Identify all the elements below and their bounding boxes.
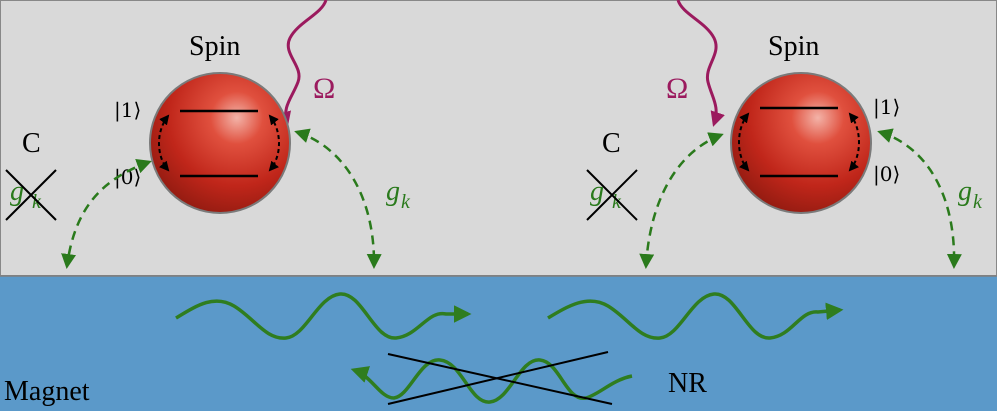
nonreciprocal-cross-b <box>387 351 609 405</box>
transition-arrow-right-a <box>738 112 750 172</box>
wave-forward-left <box>175 292 472 340</box>
drive-field-line-right <box>676 0 725 127</box>
drive-label-right: Ω <box>666 72 688 105</box>
crossed-coupling-right: g k <box>586 169 638 221</box>
ket-one-left: |1⟩ <box>114 98 141 123</box>
cavity-label-left: C <box>22 128 41 159</box>
magnet-region <box>0 276 997 411</box>
transition-arrow-left-b <box>268 114 280 172</box>
ket-zero-right: |0⟩ <box>873 162 900 187</box>
spin-title-right: Spin <box>768 31 819 62</box>
transition-arrow-right-b <box>848 112 860 172</box>
spin-right-group: Ω Spin |1⟩ |0⟩ C g k g k <box>586 0 983 269</box>
coupling-label-right: g <box>958 176 972 207</box>
spin-title-left: Spin <box>189 31 240 62</box>
ket-one-right: |1⟩ <box>873 95 900 120</box>
drive-label-left: Ω <box>313 72 335 105</box>
coupling-arrow-left-inner <box>294 128 382 269</box>
nr-label: NR <box>668 368 707 399</box>
coupling-arrow-right-outer <box>877 128 962 269</box>
wave-forward-right <box>547 292 844 340</box>
spin-sphere-left <box>149 72 291 214</box>
transition-arrow-left-a <box>158 114 170 172</box>
crossed-coupling-left: g k <box>5 169 57 221</box>
coupling-label-left: g <box>386 176 400 207</box>
magnon-waves <box>175 292 844 405</box>
svg-text:k: k <box>973 191 983 213</box>
coupling-arrow-right-inner <box>639 132 724 269</box>
magnet-label: Magnet <box>4 376 90 407</box>
spin-left-group: Ω Spin |1⟩ |0⟩ C g k g k <box>5 0 411 269</box>
cavity-label-right: C <box>602 128 621 159</box>
svg-text:k: k <box>401 191 411 213</box>
drive-field-line-left <box>276 0 328 127</box>
spin-sphere-right <box>730 72 872 214</box>
svg-text:k: k <box>612 191 622 213</box>
coupling-arrow-left-outer <box>61 159 152 269</box>
nonreciprocal-cross-a <box>387 353 613 405</box>
